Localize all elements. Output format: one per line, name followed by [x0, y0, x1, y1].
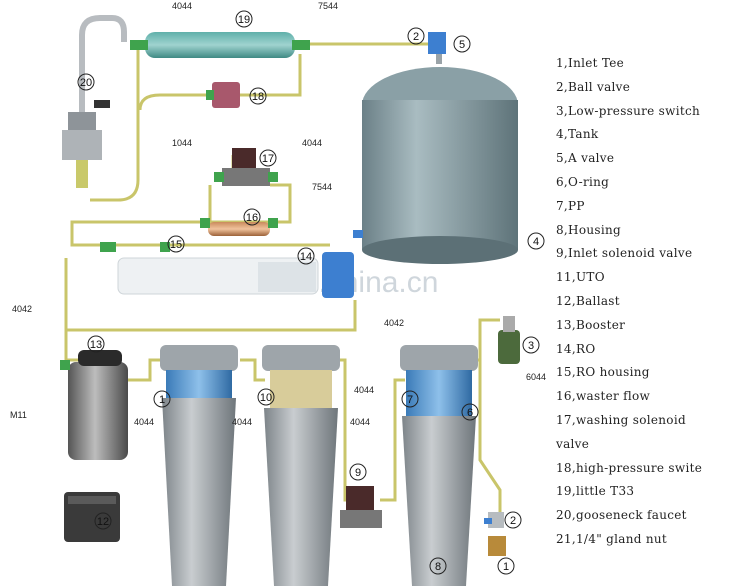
legend-item: 2,Ball valve — [556, 79, 631, 94]
legend-item: 9,Inlet solenoid valve — [556, 246, 693, 261]
waste-flow-restrictor — [200, 218, 278, 236]
low-pressure-switch — [498, 316, 520, 364]
callout-13: 13 — [90, 339, 102, 351]
legend-item: 7,PP — [556, 198, 585, 213]
ballast-transformer — [64, 492, 120, 542]
callout-numbers: 1 2 2 3 4 5 6 7 8 9 10 12 13 14 15 16 17… — [80, 14, 539, 573]
ball-valve — [484, 512, 504, 528]
legend-item: 13,Booster — [556, 317, 626, 332]
inlet-solenoid-valve — [340, 486, 382, 528]
a-valve — [428, 32, 446, 64]
legend-item: valve — [556, 436, 590, 451]
callout-1-filter: 1 — [159, 394, 165, 406]
washing-solenoid-valve — [214, 148, 278, 186]
filter-housing-2 — [262, 345, 340, 586]
callouts — [77, 10, 545, 575]
legend-item: 20,gooseneck faucet — [556, 508, 687, 523]
legend-item: 3,Low-pressure switch — [556, 103, 701, 118]
gooseneck-faucet — [62, 15, 127, 188]
legend-item: 17,washing solenoid — [556, 412, 686, 427]
legend-item: 19,little T33 — [556, 484, 635, 499]
pipe-label-top-right: 7544 — [318, 1, 338, 11]
legend-item: 14,RO — [556, 341, 596, 356]
legend-item: 12,Ballast — [556, 293, 620, 308]
callout-15: 15 — [170, 239, 182, 251]
pipe-label-center-middle: 4042 — [384, 318, 404, 328]
pipe-label-mid-right: 7544 — [312, 182, 332, 192]
legend-item: 4,Tank — [556, 127, 599, 142]
tubing — [64, 42, 502, 520]
callout-12: 12 — [97, 516, 109, 528]
legend-item: 21,1/4" gland nut — [556, 531, 668, 546]
callout-2: 2 — [510, 515, 516, 527]
pipe-label-solenoid-right: 4044 — [302, 138, 322, 148]
filter-housing-3 — [400, 345, 478, 586]
pipe-label-pump: M11 — [10, 410, 27, 420]
callout-19: 19 — [238, 14, 250, 26]
high-pressure-switch — [206, 82, 240, 108]
pipe-label-top-left: 4044 — [172, 1, 192, 11]
callout-8: 8 — [435, 561, 441, 573]
callout-14: 14 — [300, 251, 312, 263]
callout-16: 16 — [246, 212, 258, 224]
pipe-label-filter2-lower: 4044 — [350, 417, 370, 427]
booster-pump — [60, 350, 128, 460]
pipe-label-left-middle: 4042 — [12, 304, 32, 314]
pipe-label-filter1-right: 4044 — [232, 417, 252, 427]
legend-item: 15,RO housing — [556, 365, 650, 380]
pipe-label-filter1-left: 4044 — [134, 417, 154, 427]
legend-item: 11,UTO — [556, 270, 605, 285]
legend-item: 16,waster flow — [556, 389, 651, 404]
callout-7: 7 — [407, 394, 413, 406]
little-t33-filter — [130, 32, 310, 58]
legend-item: 18,high-pressure swite — [556, 460, 703, 475]
callout-10: 10 — [260, 392, 272, 404]
pipe-label-filter3-right: 6044 — [526, 372, 546, 382]
callout-18: 18 — [252, 91, 264, 103]
legend-item: 6,O-ring — [556, 174, 610, 189]
pipe-label-solenoid-left: 1044 — [172, 138, 192, 148]
callout-17: 17 — [262, 153, 274, 165]
ro-housing — [100, 242, 354, 298]
legend-item: 8,Housing — [556, 222, 621, 237]
legend-item: 1,Inlet Tee — [556, 56, 625, 70]
filter-housing-1 — [160, 345, 238, 586]
callout-4: 4 — [533, 236, 539, 248]
callout-20: 20 — [80, 77, 92, 89]
callout-9: 9 — [355, 467, 361, 479]
pipe-label-filter2-right: 4044 — [354, 385, 374, 395]
callout-3: 3 — [528, 340, 534, 352]
parts-legend: 1,Inlet Tee 2,Ball valve 3,Low-pressure … — [556, 52, 746, 552]
callout-5: 5 — [459, 39, 465, 51]
pipe-labels: 4044 7544 1044 4044 7544 4042 4042 M11 4… — [10, 1, 546, 427]
storage-tank — [353, 67, 518, 264]
callout-6: 6 — [467, 407, 473, 419]
inlet-tee — [488, 536, 506, 556]
callout-2b: 2 — [413, 31, 419, 43]
legend-item: 5,A valve — [556, 151, 615, 166]
callout-1: 1 — [503, 561, 509, 573]
